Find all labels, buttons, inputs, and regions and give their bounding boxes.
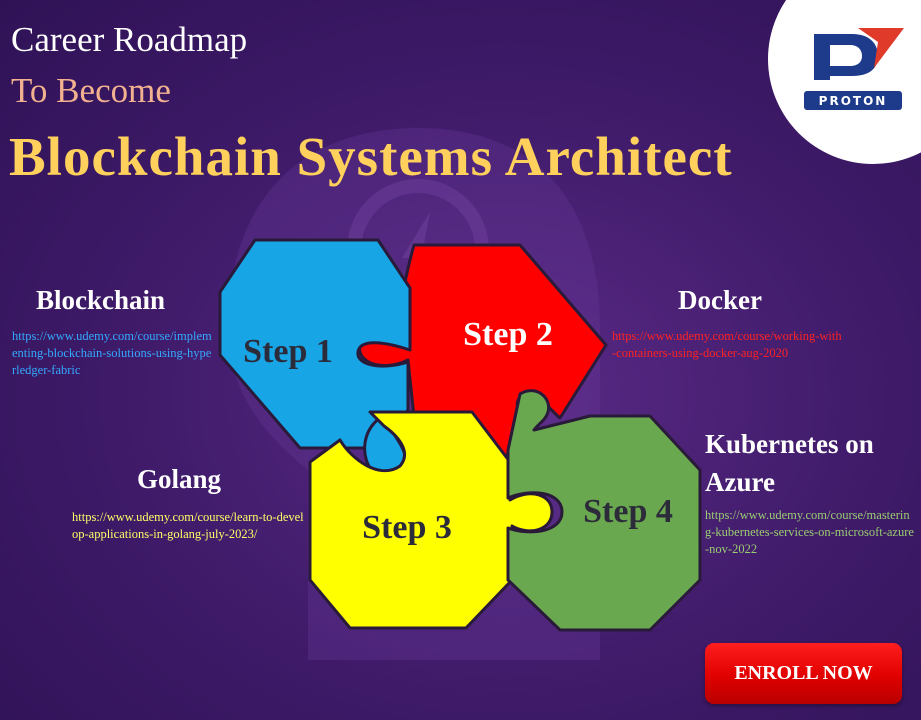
step-4-label: Step 4: [583, 493, 673, 530]
step-3-course-link[interactable]: https://www.udemy.com/course/learn-to-de…: [72, 510, 304, 541]
title-line-2: To Become: [11, 71, 171, 110]
title-line-1: Career Roadmap: [11, 20, 248, 59]
title-main: Blockchain Systems Architect: [9, 126, 733, 187]
step-3-piece: [308, 410, 554, 630]
proton-logo-icon: PROTON: [804, 28, 904, 110]
step-2-topic: Docker: [678, 285, 762, 315]
step-4-course-link[interactable]: https://www.udemy.com/course/mastering-k…: [705, 508, 914, 556]
logo-text: PROTON: [819, 94, 888, 108]
step-4-topic: Kubernetes on Azure: [705, 429, 874, 497]
step-3-label: Step 3: [362, 509, 452, 546]
step-3-topic: Golang: [137, 464, 222, 494]
step-1-course-link[interactable]: https://www.udemy.com/course/implementin…: [12, 329, 212, 377]
step-1-piece: [218, 238, 412, 481]
step-4-piece: [506, 389, 702, 632]
step-1-topic: Blockchain: [36, 285, 166, 315]
step-2-label: Step 2: [463, 316, 553, 353]
enroll-now-button[interactable]: ENROLL NOW: [705, 643, 902, 704]
step-2-course-link[interactable]: https://www.udemy.com/course/working-wit…: [612, 329, 842, 360]
step-1-label: Step 1: [243, 333, 333, 370]
